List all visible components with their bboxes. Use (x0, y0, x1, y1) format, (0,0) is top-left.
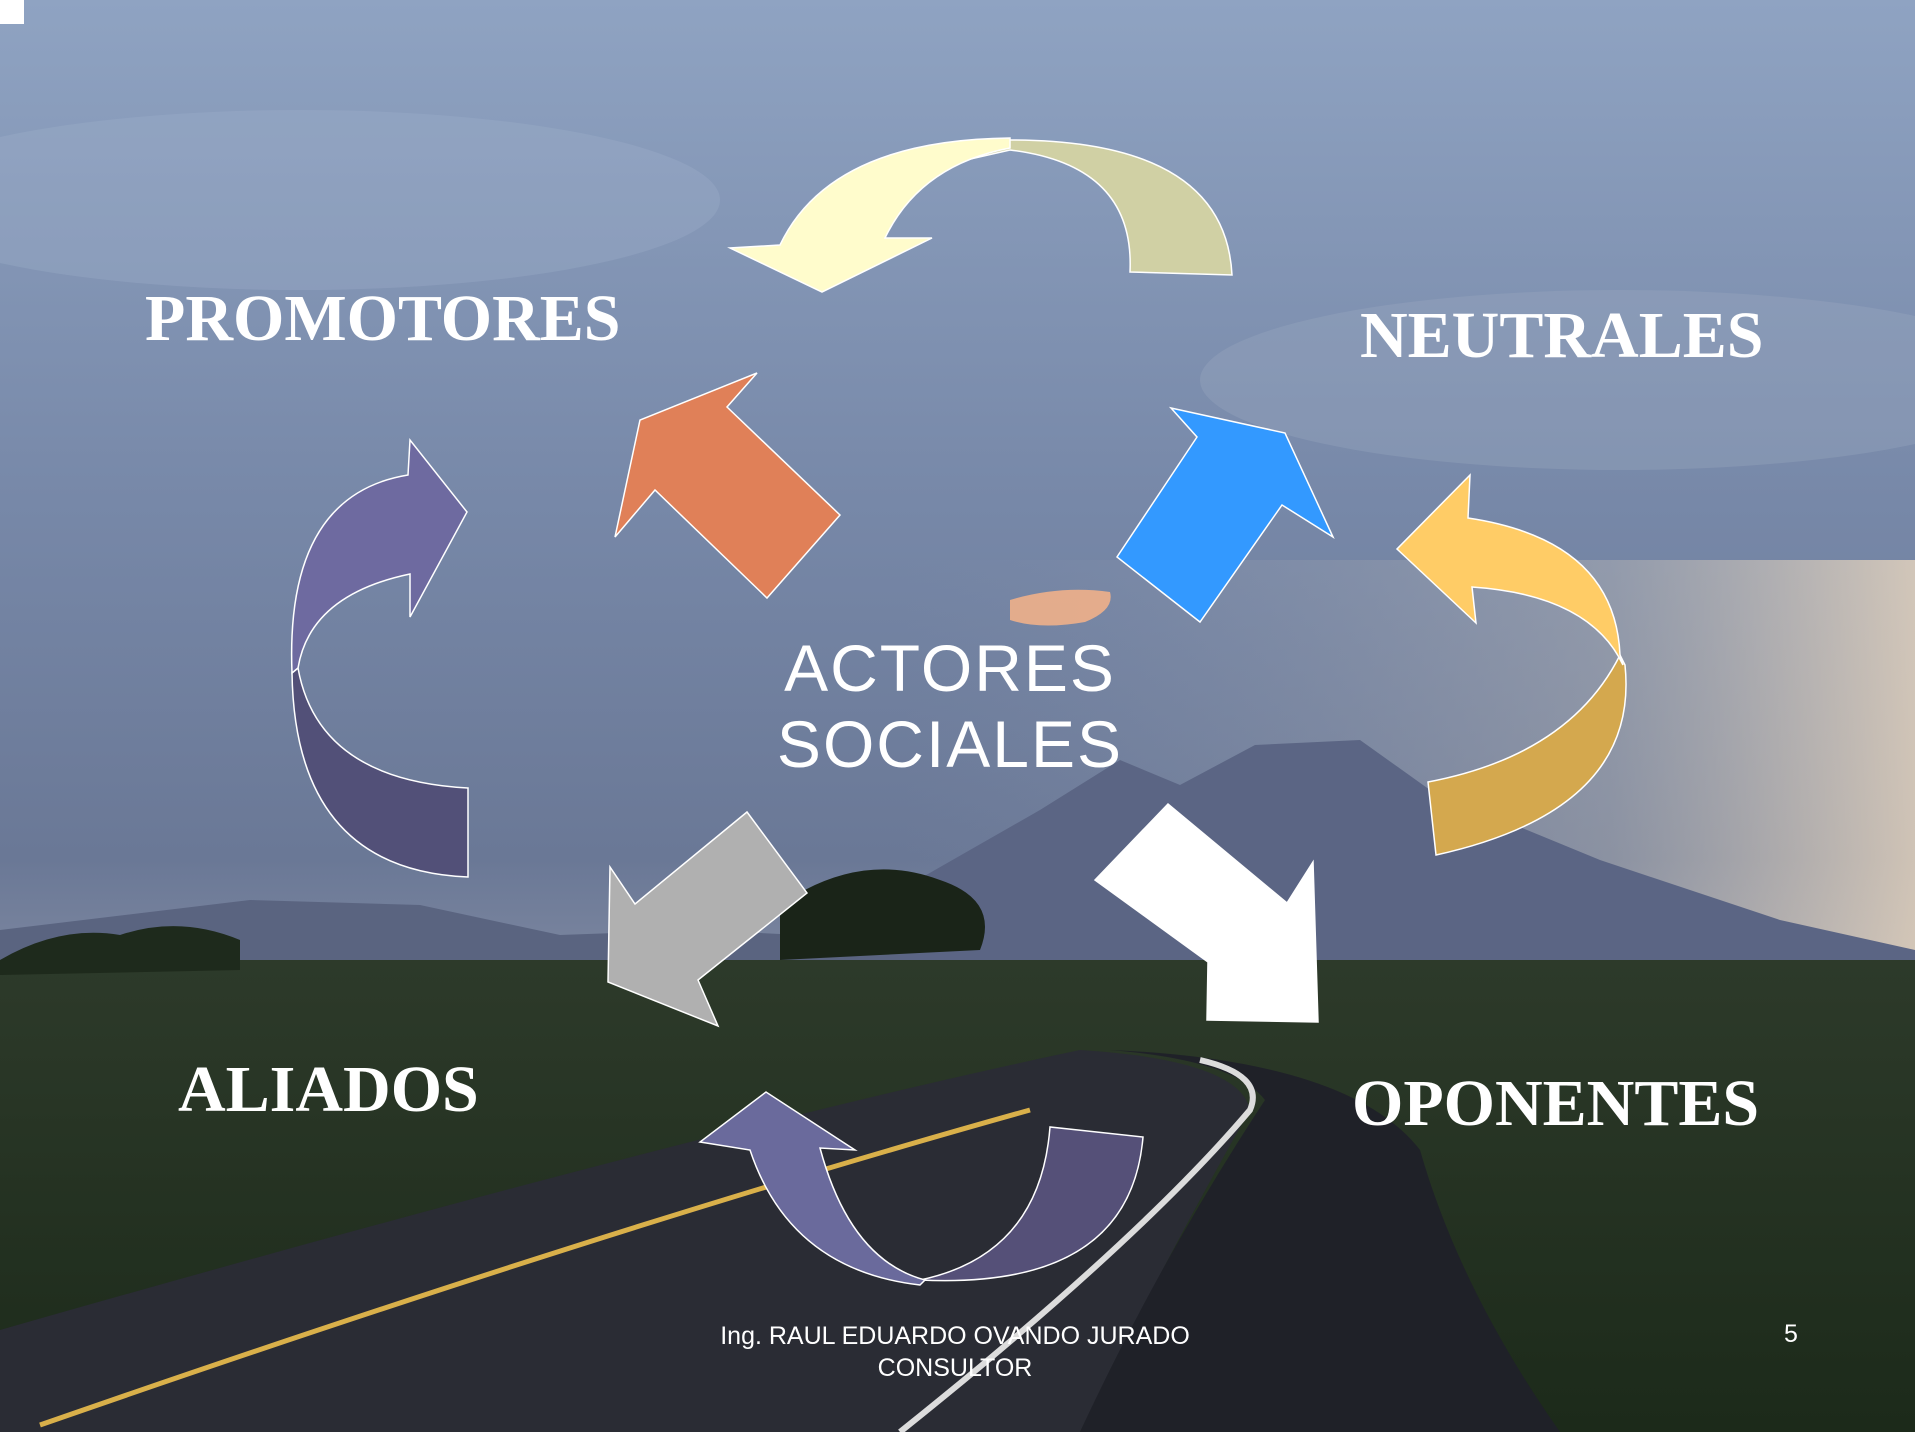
footer-author: Ing. RAUL EDUARDO OVANDO JURADO CONSULTO… (640, 1320, 1270, 1384)
curved-arrow-left-tail (291, 666, 469, 878)
center-title-line-2: SOCIALES (776, 707, 1124, 781)
label-aliados: ALIADOS (178, 1053, 479, 1126)
corner-marker (0, 0, 24, 24)
footer-author-role: CONSULTOR (877, 1354, 1033, 1382)
curved-arrow-bottom-head (698, 1091, 927, 1286)
arrow-to-neutrales (1115, 406, 1335, 624)
curved-arrow-left-head (290, 437, 468, 675)
page-number: 5 (1784, 1320, 1798, 1348)
label-oponentes: OPONENTES (1352, 1067, 1760, 1140)
label-promotores: PROMOTORES (145, 282, 621, 355)
center-title-line-1: ACTORES (784, 631, 1116, 705)
center-title: ACTORES SOCIALES (700, 630, 1200, 782)
footer-author-name: Ing. RAUL EDUARDO OVANDO JURADO (720, 1322, 1190, 1350)
curved-arrow-bottom-tail (919, 1126, 1144, 1282)
label-neutrales: NEUTRALES (1360, 299, 1764, 372)
arrow-to-aliados (607, 810, 809, 1028)
curved-arrow-right-tail (1427, 653, 1627, 856)
arrow-to-promotores (614, 372, 842, 600)
curved-arrow-top-head (727, 137, 1011, 293)
arrow-to-oponentes (1093, 802, 1319, 1023)
curved-arrow-right-head (1395, 473, 1624, 666)
